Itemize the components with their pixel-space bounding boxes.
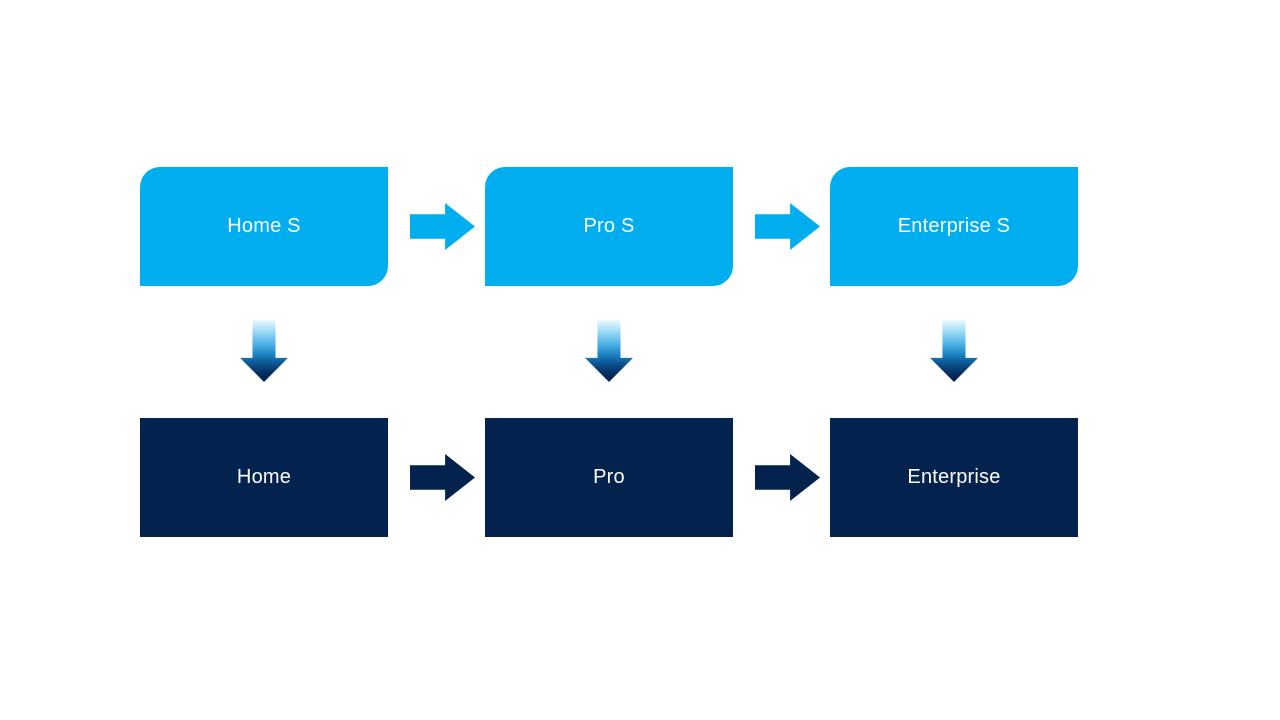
down-arrow-icon-enterprise-s-to-enterprise [930,320,978,382]
right-arrow-icon-home-s-to-pro-s [410,203,475,250]
right-arrow-icon-home-to-pro [410,454,475,501]
node-label-enterprise: Enterprise [907,466,1001,488]
node-label-enterprise-s: Enterprise S [897,215,1011,237]
node-label-pro-s: Pro S [583,215,635,237]
node-enterprise: Enterprise [830,418,1078,537]
node-pro: Pro [485,418,733,537]
node-label-home: Home [236,466,292,488]
right-arrow-icon-pro-s-to-enterprise-s [755,203,820,250]
node-home-s: Home S [140,167,388,286]
right-arrow-icon-pro-to-enterprise [755,454,820,501]
node-label-pro: Pro [593,466,625,488]
down-arrow-icon-pro-s-to-pro [585,320,633,382]
down-arrow-icon-home-s-to-home [240,320,288,382]
node-label-home-s: Home S [227,215,301,237]
node-home: Home [140,418,388,537]
node-pro-s: Pro S [485,167,733,286]
node-enterprise-s: Enterprise S [830,167,1078,286]
